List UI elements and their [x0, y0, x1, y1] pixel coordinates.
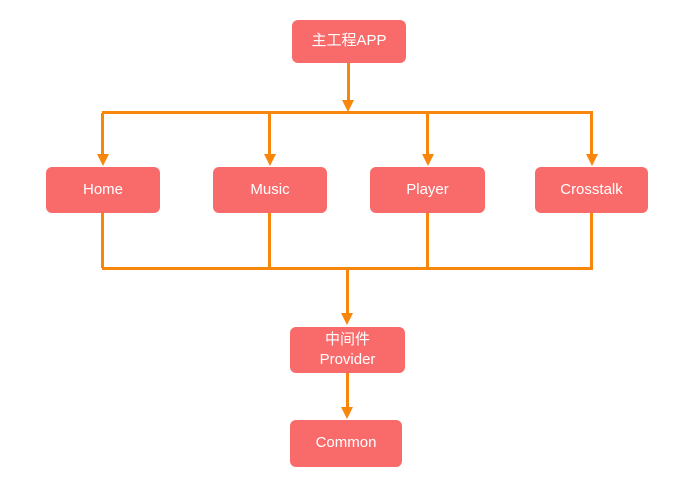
node-music: Music [213, 167, 327, 213]
connector-to-player-shaft [426, 113, 429, 155]
arrowhead-to-middleware [341, 313, 353, 325]
node-common: Common [290, 420, 402, 467]
arrowhead-to-common [341, 407, 353, 419]
connector-root-shaft [347, 63, 350, 101]
node-main-app-label: 主工程APP [311, 32, 387, 50]
node-player-label: Player [406, 180, 449, 198]
connector-to-home-shaft [101, 113, 104, 155]
node-player: Player [370, 167, 485, 213]
connector-converge-bottom [102, 267, 593, 270]
node-common-label: Common [315, 434, 377, 452]
connector-crosstalk-down [590, 213, 593, 268]
node-middleware-provider: 中间件 Provider [290, 327, 405, 373]
connector-music-down [268, 213, 271, 268]
node-crosstalk-label: Crosstalk [560, 180, 623, 198]
connector-home-down [101, 213, 104, 268]
node-middleware-label-line1: 中间件 [324, 330, 370, 348]
connector-player-down [426, 213, 429, 268]
connector-branch-top [102, 111, 593, 114]
arrowhead-to-crosstalk [586, 154, 598, 166]
arrowhead-to-player [422, 154, 434, 166]
arrowhead-to-music [264, 154, 276, 166]
connector-to-middleware-shaft [346, 270, 349, 314]
node-middleware-label-line2: Provider [319, 351, 376, 368]
arrowhead-to-home [97, 154, 109, 166]
node-home: Home [46, 167, 160, 213]
connector-to-music-shaft [268, 113, 271, 155]
node-main-app: 主工程APP [292, 20, 406, 63]
node-music-label: Music [250, 180, 290, 198]
node-crosstalk: Crosstalk [535, 167, 648, 213]
connector-to-crosstalk-shaft [590, 113, 593, 155]
node-home-label: Home [82, 180, 123, 198]
connector-to-common-shaft [346, 373, 349, 408]
arrowhead-root-to-branch [342, 100, 354, 112]
